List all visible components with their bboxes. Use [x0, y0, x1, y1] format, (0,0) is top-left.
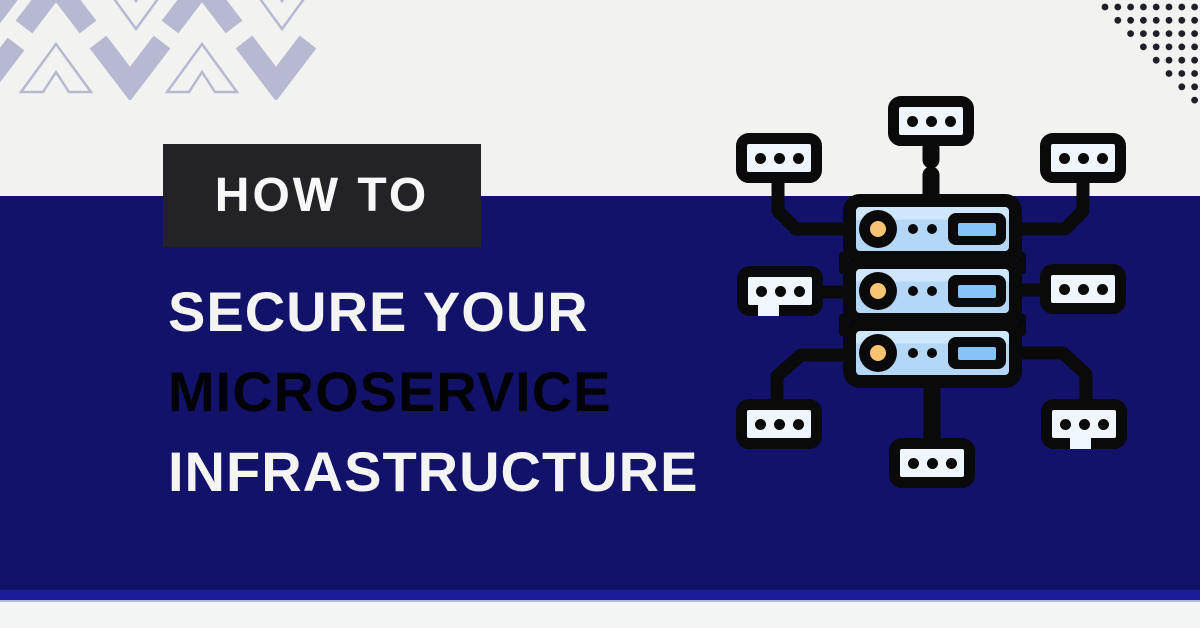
client-node-icon	[736, 133, 822, 183]
client-node-icon	[1041, 399, 1127, 449]
badge-label: HOW TO	[214, 169, 430, 222]
server-unit-icon	[843, 256, 1022, 326]
title-line-3: INFRASTRUCTURE	[168, 440, 699, 503]
server-led-icon	[859, 210, 897, 248]
server-led-icon	[859, 272, 897, 310]
server-unit-icon	[843, 194, 1022, 264]
server-unit-icon	[843, 318, 1022, 388]
server-screen-icon	[948, 337, 1006, 369]
client-node-icon	[1040, 133, 1126, 183]
client-node-icon	[889, 438, 975, 488]
bottom-light-strip	[0, 600, 1200, 628]
server-led-icon	[859, 334, 897, 372]
server-screen-icon	[948, 213, 1006, 245]
bottom-blue-strip	[0, 590, 1200, 600]
client-node-icon	[736, 399, 822, 449]
server-rack-icon	[839, 194, 1026, 388]
title-line-2: MICROSERVICE	[168, 360, 612, 423]
server-screen-icon	[948, 275, 1006, 307]
how-to-badge: HOW TO	[163, 144, 481, 247]
client-node-icon	[737, 266, 823, 316]
dots-pattern-icon	[1101, 3, 1198, 104]
client-node-icon	[888, 96, 974, 146]
title-line-1: SECURE YOUR	[168, 280, 589, 343]
client-node-icon	[1040, 264, 1126, 314]
page-title: SECURE YOUR MICROSERVICE INFRASTRUCTURE	[168, 272, 698, 512]
